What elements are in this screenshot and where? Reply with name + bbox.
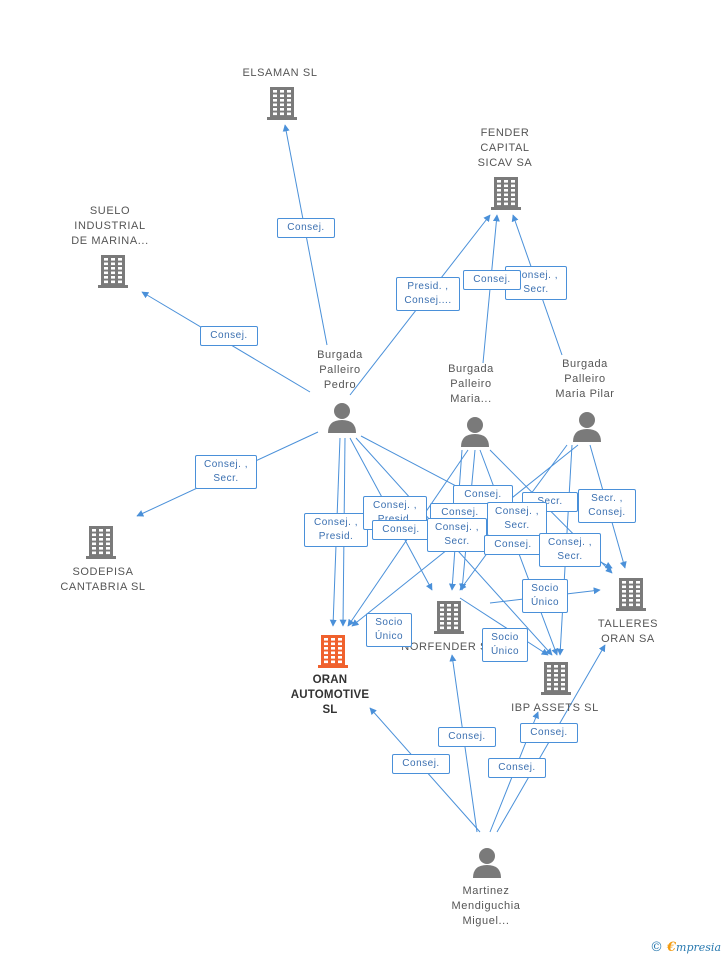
relationship-edge [459, 597, 549, 656]
edge-label-consej[interactable]: Consej. [484, 535, 542, 555]
edge-label-consej[interactable]: Consej. [200, 326, 258, 346]
ibp-building-icon[interactable] [541, 662, 571, 695]
oran-building-icon[interactable] [318, 635, 348, 668]
suelo-building-icon[interactable] [98, 255, 128, 288]
brand-footer: © €mpresia [650, 940, 721, 955]
edge-label-consej-secr[interactable]: Consej. , Secr. [539, 533, 601, 567]
node-label-fender[interactable]: FENDER CAPITAL SICAV SA [477, 127, 533, 169]
maria-person-icon[interactable] [461, 417, 489, 447]
talleres-building-icon[interactable] [616, 578, 646, 611]
edge-label-socio-unico[interactable]: Socio Único [366, 613, 412, 647]
edge-label-consej[interactable]: Consej. [520, 723, 578, 743]
edge-label-consej[interactable]: Consej. [438, 727, 496, 747]
norfender-building-icon[interactable] [434, 601, 464, 634]
martinez-person-icon[interactable] [473, 848, 501, 878]
edge-label-consej[interactable]: Consej. [463, 270, 521, 290]
node-label-mariapilar[interactable]: Burgada Palleiro Maria Pilar [555, 358, 615, 400]
edge-label-secr-consej[interactable]: Secr. , Consej. [578, 489, 636, 523]
edge-label-consej-presid[interactable]: Consej. , Presid. [304, 513, 368, 547]
edge-label-socio-unico[interactable]: Socio Único [522, 579, 568, 613]
node-label-oran[interactable]: ORAN AUTOMOTIVE SL [290, 674, 370, 716]
node-label-pedro[interactable]: Burgada Palleiro Pedro [317, 349, 363, 391]
node-label-sodepisa[interactable]: SODEPISA CANTABRIA SL [60, 566, 146, 593]
node-label-elsaman[interactable]: ELSAMAN SL [242, 67, 318, 79]
node-label-maria[interactable]: Burgada Palleiro Maria... [448, 363, 494, 405]
edge-label-consej[interactable]: Consej. [372, 520, 430, 540]
edge-label-consej-secr[interactable]: Consej. , Secr. [195, 455, 257, 489]
mariapilar-person-icon[interactable] [573, 412, 601, 442]
edge-label-consej-secr[interactable]: Consej. , Secr. [427, 518, 487, 552]
brand-logo-letter: € [667, 940, 677, 955]
fender-building-icon[interactable] [491, 177, 521, 210]
elsaman-building-icon[interactable] [267, 87, 297, 120]
sodepisa-building-icon[interactable] [86, 526, 116, 559]
edge-label-socio-unico[interactable]: Socio Único [482, 628, 528, 662]
node-label-martinez[interactable]: Martinez Mendiguchia Miguel... [451, 885, 521, 927]
brand-name: mpresia [676, 941, 722, 954]
node-label-talleres[interactable]: TALLERES ORAN SA [597, 618, 659, 645]
edge-label-presid-consej[interactable]: Presid. , Consej.... [396, 277, 460, 311]
edge-label-consej[interactable]: Consej. [488, 758, 546, 778]
edge-label-consej-secr[interactable]: Consej. , Secr. [487, 502, 547, 536]
edge-label-consej[interactable]: Consej. [392, 754, 450, 774]
node-label-suelo[interactable]: SUELO INDUSTRIAL DE MARINA... [71, 205, 149, 247]
node-label-ibp[interactable]: IBP ASSETS SL [511, 702, 599, 714]
pedro-person-icon[interactable] [328, 403, 356, 433]
copyright-symbol: © [650, 940, 663, 955]
nodes-layer [86, 87, 646, 878]
edge-label-consej[interactable]: Consej. [277, 218, 335, 238]
